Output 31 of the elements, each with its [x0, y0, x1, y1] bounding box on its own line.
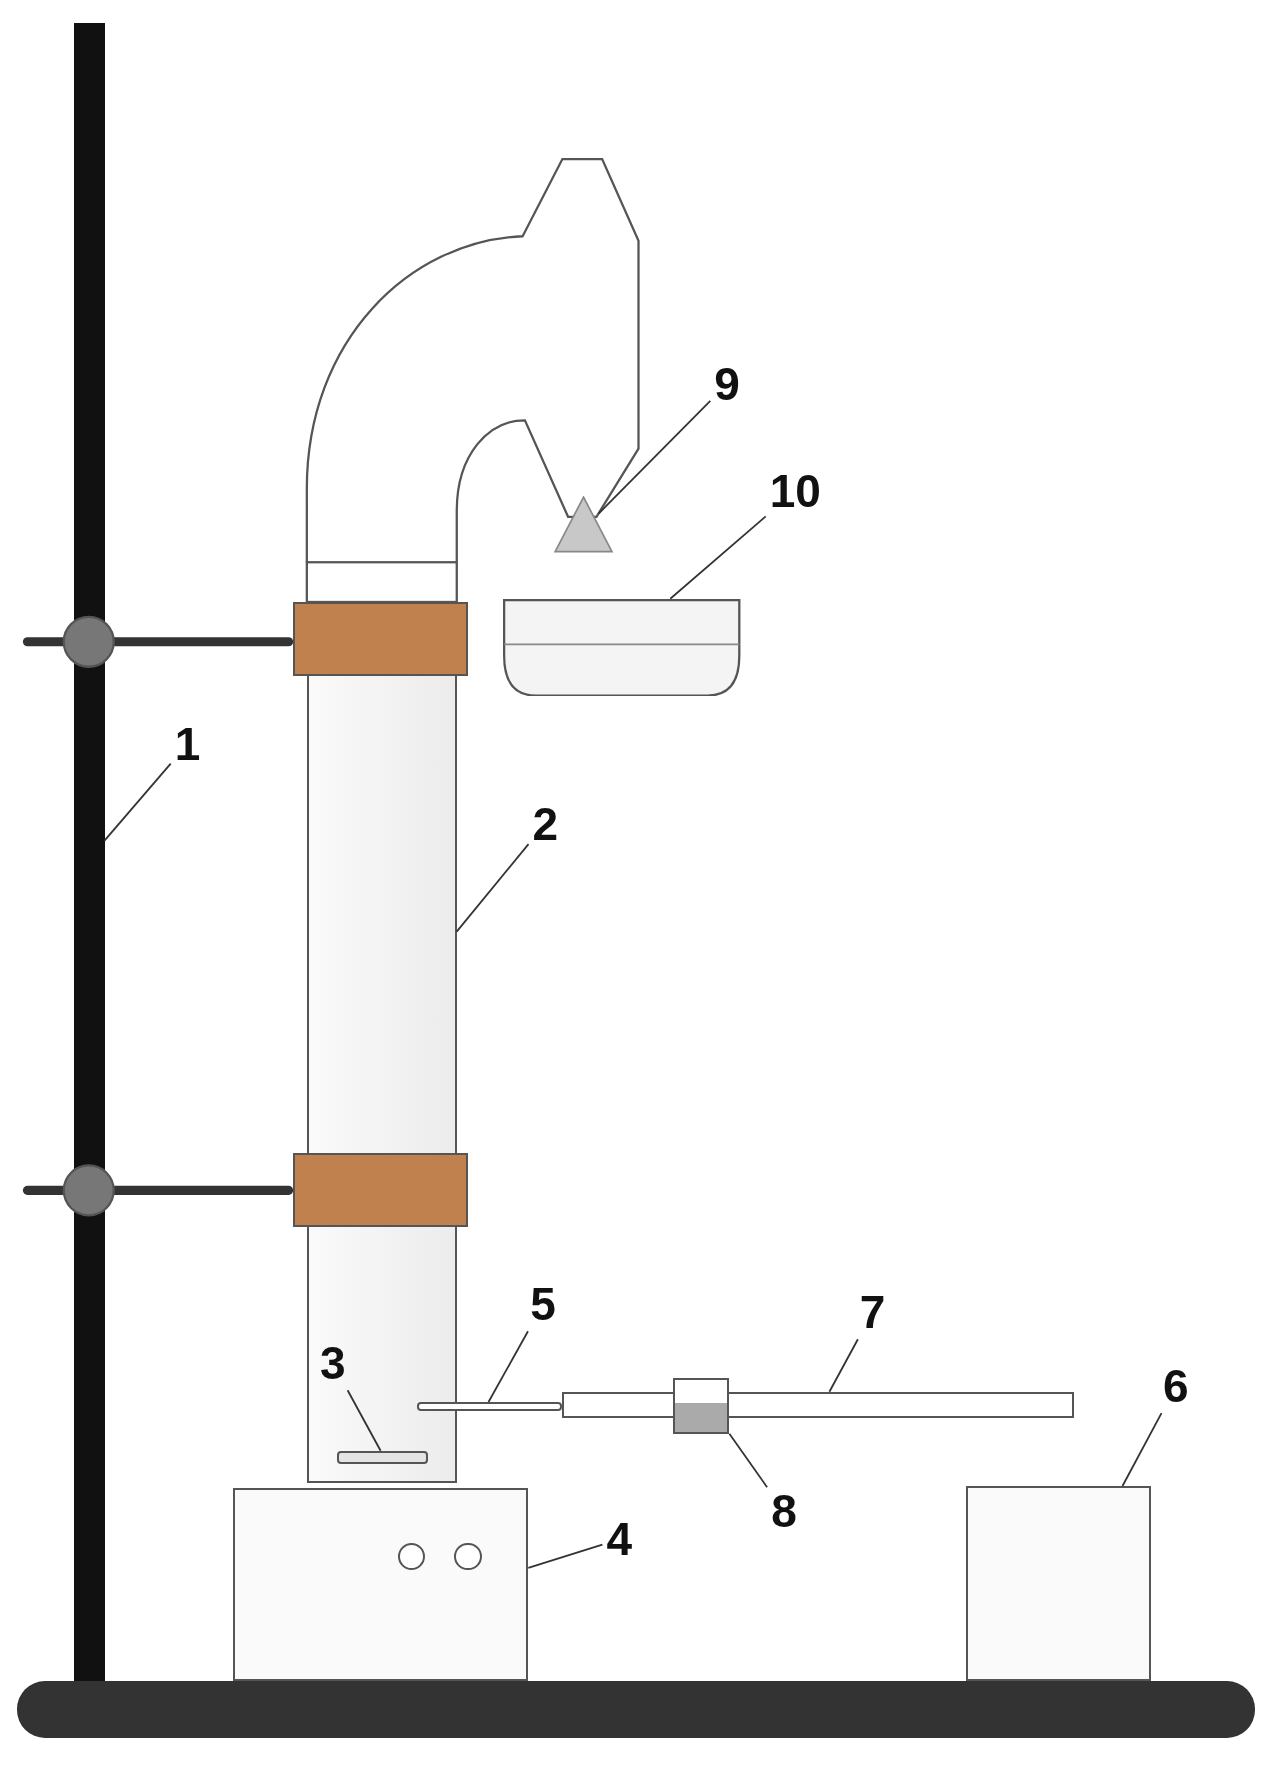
callout-number: 10 — [769, 467, 821, 514]
callout-number: 8 — [771, 1488, 797, 1535]
clamp — [293, 602, 469, 676]
nozzle-triangle — [554, 496, 614, 554]
base-plate — [17, 1681, 1256, 1739]
callout-number: 9 — [714, 361, 740, 407]
pump-box — [965, 1486, 1151, 1682]
leader-line — [527, 1543, 604, 1569]
clamp — [293, 1153, 469, 1227]
tube-fitting — [672, 1378, 730, 1434]
leader-line — [103, 762, 172, 842]
callout-number: 6 — [1163, 1363, 1189, 1410]
support-rod — [73, 22, 105, 1684]
leader-line — [455, 843, 530, 933]
callout-number: 4 — [606, 1516, 632, 1563]
column-tube — [293, 602, 469, 1483]
leader-line — [728, 1432, 768, 1489]
callout-number: 1 — [174, 721, 201, 768]
leader-line — [1121, 1412, 1163, 1487]
collecting-dish — [503, 598, 741, 697]
callout-number: 3 — [320, 1340, 346, 1387]
callout-number: 5 — [530, 1281, 556, 1328]
needle — [416, 1401, 563, 1412]
leader-line — [487, 1330, 529, 1403]
leader-line — [597, 400, 712, 515]
heater-box — [232, 1488, 529, 1682]
leader-line — [828, 1338, 859, 1393]
callout-number: 2 — [532, 800, 559, 847]
leader-line — [669, 515, 767, 600]
callout-number: 7 — [859, 1289, 886, 1336]
leader-line — [346, 1389, 382, 1452]
